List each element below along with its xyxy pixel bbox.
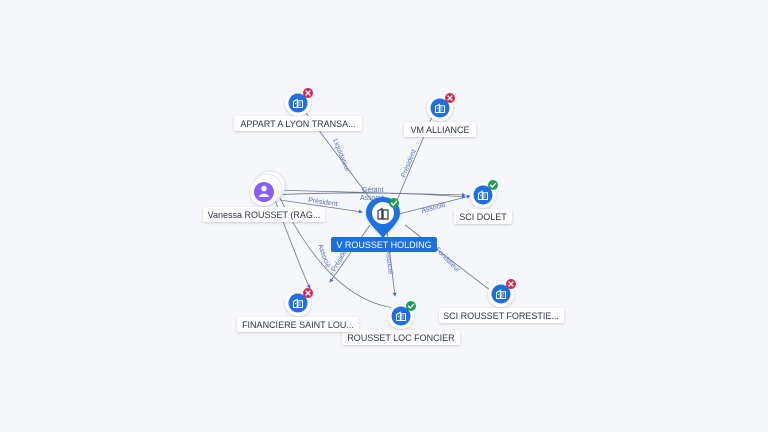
edge-label-associe-fin: Associé [316, 243, 331, 269]
edge-gerant [269, 189, 466, 197]
company-label: APPART A LYON TRANSA... [240, 119, 355, 129]
company-node-appart[interactable]: APPART A LYON TRANSA... [234, 88, 362, 131]
edge-label-president-vm: Président [400, 149, 418, 179]
company-node-vm[interactable]: VM ALLIANCE [404, 93, 476, 137]
status-active-badge [389, 198, 399, 208]
company-label: SCI ROUSSET FORESTIE... [443, 311, 559, 321]
edge-label-associe-loc: Associé [384, 249, 394, 274]
center-node[interactable]: V ROUSSET HOLDING [331, 197, 437, 252]
building-icon-dark [377, 207, 389, 220]
person-node[interactable]: Vanessa ROUSSET (RAG... [203, 170, 325, 222]
edge-label-associe-dolet: Associé [421, 202, 447, 215]
edge-label-associe-top: Associé [360, 195, 385, 202]
edge-label-fondateur: Fondateur [434, 246, 462, 274]
person-label: Vanessa ROUSSET (RAG... [208, 210, 321, 220]
person-icon [258, 185, 270, 197]
company-label: VM ALLIANCE [410, 125, 469, 135]
center-label: V ROUSSET HOLDING [336, 240, 431, 250]
edge-president-person [279, 199, 363, 214]
edge-fondateur [404, 224, 491, 291]
company-label: FINANCIERE SAINT LOU... [242, 320, 354, 330]
company-node-locfoncier[interactable]: ROUSSET LOC FONCIER [342, 301, 460, 345]
status-active-badge [406, 301, 416, 311]
company-label: ROUSSET LOC FONCIER [347, 333, 455, 343]
company-label: SCI DOLET [459, 212, 507, 222]
company-node-scidolet[interactable]: SCI DOLET [454, 180, 512, 224]
edge-label-gerant: Gérant [362, 187, 383, 194]
edge-label-president-person: Président [308, 197, 338, 208]
company-node-financiere[interactable]: FINANCIERE SAINT LOU... [237, 288, 359, 332]
company-node-foresti[interactable]: SCI ROUSSET FORESTIE... [439, 279, 564, 323]
edge-associe-top [269, 192, 466, 199]
edge-president-fin [329, 224, 371, 283]
edge-associe-dolet [394, 194, 471, 216]
status-active-badge [488, 180, 498, 190]
edge-label-liquidateur: Liquidateur [331, 138, 351, 173]
